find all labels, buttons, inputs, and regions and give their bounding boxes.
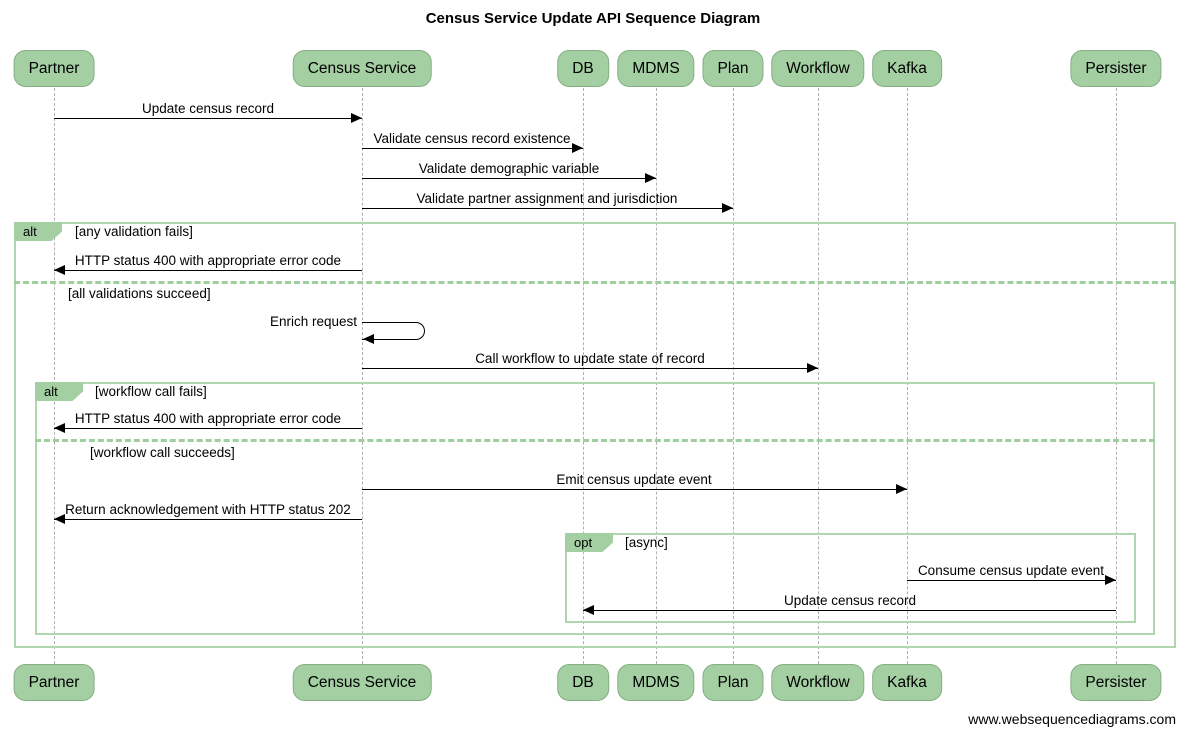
- diagram-title: Census Service Update API Sequence Diagr…: [425, 10, 761, 27]
- actor-kafka-top: Kafka: [872, 50, 942, 88]
- lifeline-workflow: [818, 88, 819, 664]
- arrowhead-right-icon: [807, 363, 818, 373]
- alt-frame-outer-tab: alt: [14, 222, 62, 241]
- opt-frame-tab: opt: [565, 533, 613, 552]
- actor-workflow-top: Workflow: [771, 50, 865, 88]
- arrowhead-left-icon: [54, 265, 65, 275]
- message-label: Update census record: [783, 593, 917, 608]
- actor-db-bottom: DB: [557, 664, 609, 702]
- alt-outer-condition-1: [any validation fails]: [75, 224, 193, 239]
- lifeline-plan: [733, 88, 734, 664]
- message-line: [907, 580, 1116, 581]
- actor-partner-top: Partner: [13, 50, 95, 88]
- message-line: [54, 428, 362, 429]
- actor-census-service-top: Census Service: [292, 50, 432, 88]
- message-line: [362, 178, 656, 179]
- actor-partner-bottom: Partner: [13, 664, 95, 702]
- arrowhead-left-icon: [583, 605, 594, 615]
- arrowhead-right-icon: [572, 143, 583, 153]
- alt-frame-outer: [14, 222, 1176, 648]
- lifeline-kafka: [907, 88, 908, 664]
- message-label: Consume census update event: [917, 563, 1105, 578]
- message-line: [583, 610, 1116, 611]
- lifeline-persister: [1116, 88, 1117, 664]
- lifeline-db: [583, 88, 584, 664]
- self-message-loop: [362, 322, 425, 340]
- lifeline-mdms: [656, 88, 657, 664]
- message-label: Validate census record existence: [373, 131, 571, 146]
- message-label: HTTP status 400 with appropriate error c…: [74, 411, 342, 426]
- message-line: [362, 148, 583, 149]
- alt-inner-divider: [35, 439, 1155, 442]
- message-line: [54, 118, 362, 119]
- arrowhead-right-icon: [645, 173, 656, 183]
- actor-kafka-bottom: Kafka: [872, 664, 942, 702]
- arrowhead-right-icon: [896, 484, 907, 494]
- alt-frame-inner-tab: alt: [35, 382, 83, 401]
- message-label: HTTP status 400 with appropriate error c…: [74, 253, 342, 268]
- message-label: Validate partner assignment and jurisdic…: [416, 191, 678, 206]
- message-line: [362, 368, 818, 369]
- actor-mdms-bottom: MDMS: [617, 664, 695, 702]
- alt-frame-inner: [35, 382, 1155, 635]
- arrowhead-right-icon: [351, 113, 362, 123]
- arrowhead-right-icon: [722, 203, 733, 213]
- actor-mdms-top: MDMS: [617, 50, 695, 88]
- message-label: Validate demographic variable: [418, 161, 600, 176]
- lifeline-partner: [54, 88, 55, 664]
- actor-workflow-bottom: Workflow: [771, 664, 865, 702]
- message-label: Enrich request: [269, 314, 357, 329]
- actor-persister-top: Persister: [1070, 50, 1162, 88]
- arrowhead-left-icon: [54, 423, 65, 433]
- message-label: Update census record: [141, 101, 275, 116]
- alt-inner-condition-2: [workflow call succeeds]: [90, 445, 235, 460]
- message-line: [54, 270, 362, 271]
- message-line: [54, 519, 362, 520]
- message-label: Return acknowledgement with HTTP status …: [65, 502, 351, 517]
- watermark-websequencediagrams: www.websequencediagrams.com: [968, 711, 1176, 727]
- opt-condition-async: [async]: [625, 535, 668, 550]
- actor-persister-bottom: Persister: [1070, 664, 1162, 702]
- arrowhead-left-icon: [363, 334, 374, 344]
- arrowhead-right-icon: [1105, 575, 1116, 585]
- alt-outer-condition-2: [all validations succeed]: [68, 286, 211, 301]
- actor-plan-top: Plan: [702, 50, 764, 88]
- alt-outer-divider: [14, 281, 1176, 284]
- actor-plan-bottom: Plan: [702, 664, 764, 702]
- actor-census-service-bottom: Census Service: [292, 664, 432, 702]
- alt-inner-condition-1: [workflow call fails]: [95, 384, 207, 399]
- message-label: Emit census update event: [556, 472, 712, 487]
- actor-db-top: DB: [557, 50, 609, 88]
- message-line: [362, 489, 907, 490]
- lifeline-census-service: [362, 88, 363, 664]
- message-line: [362, 208, 733, 209]
- arrowhead-left-icon: [54, 514, 65, 524]
- message-label: Call workflow to update state of record: [475, 351, 705, 366]
- opt-frame: [565, 533, 1136, 623]
